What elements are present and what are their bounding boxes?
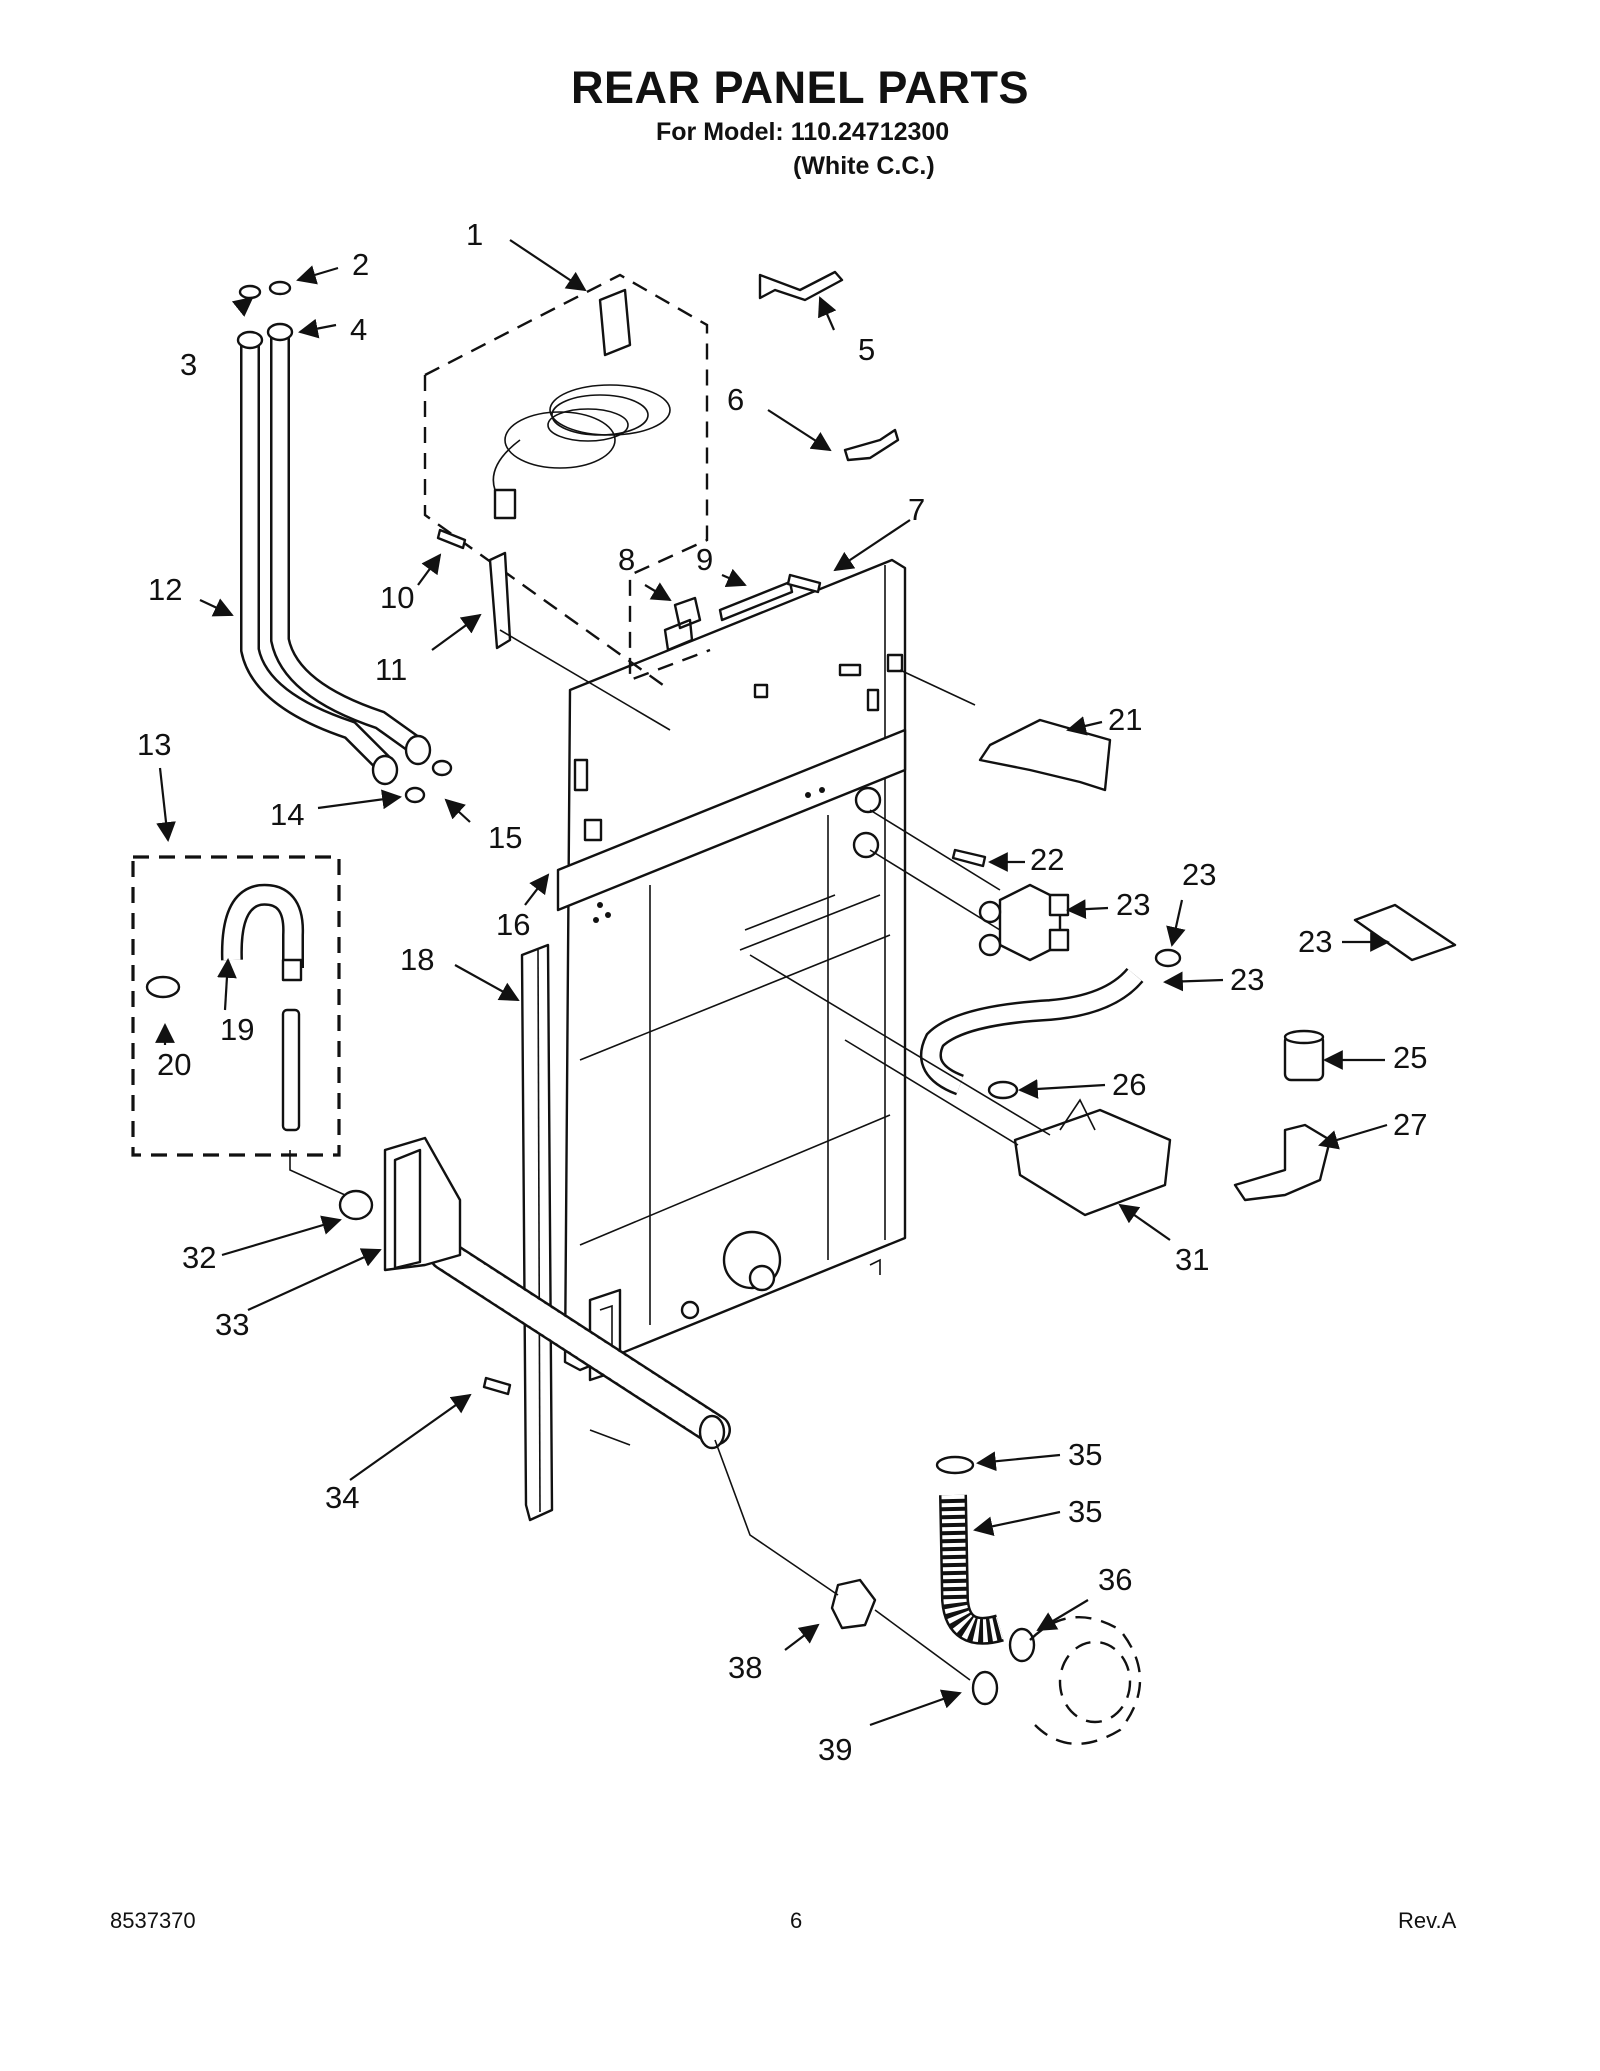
callout-4: 9 (696, 542, 713, 577)
callout-31: 4 (350, 312, 367, 347)
callout-23-d: 15 (488, 820, 522, 855)
callout-32: 32 (182, 1240, 216, 1275)
callout-33: 12 (148, 572, 182, 607)
callout-13: 7 (908, 492, 925, 527)
callout-8: 8 (618, 542, 635, 577)
clamp-35-top (935, 1455, 975, 1475)
callout-6: 34 (325, 1480, 359, 1515)
screw-13 (786, 573, 822, 594)
callout-2: 20 (157, 1047, 191, 1082)
clip-38 (843, 428, 900, 462)
drain-hose (429, 1239, 731, 1450)
page-title: REAR PANEL PARTS (570, 62, 1030, 113)
callout-16: 5 (858, 332, 875, 367)
page-number: 6 (790, 1908, 803, 1933)
capacitor (1283, 1029, 1325, 1082)
wiring-harness (423, 273, 711, 691)
callout-20: 31 (1175, 1242, 1209, 1277)
callout-9: 10 (380, 580, 414, 615)
callout-3: 19 (220, 1012, 254, 1047)
callout-23-a: 2 (352, 247, 369, 282)
bracket-16 (758, 270, 844, 302)
bracket-20 (1013, 1108, 1172, 1217)
clamp-25 (1154, 948, 1182, 968)
screw-9 (436, 528, 467, 550)
pump-outline (1029, 1615, 1142, 1746)
callout-34: 39 (818, 1732, 852, 1767)
model-number: For Model: 110.24712300 (656, 118, 950, 146)
document-number: 8537370 (110, 1908, 196, 1933)
drain-kit (131, 855, 341, 1157)
strip-part (718, 580, 794, 622)
bracket-39 (978, 718, 1112, 792)
model-color: (White C.C.) (793, 152, 935, 180)
callout-7: 1 (466, 217, 483, 252)
switch-part (663, 596, 702, 652)
callout-23-b: 3 (180, 347, 197, 382)
corner-brace (520, 943, 554, 1522)
revision: Rev.A (1398, 1908, 1457, 1933)
clamp-35-bottom (1008, 1627, 1036, 1663)
callout-35-b: 36 (1098, 1562, 1132, 1597)
clamp-21 (987, 1080, 1019, 1100)
coupling-27 (830, 1578, 877, 1630)
screw-12 (951, 848, 987, 868)
callout-22: 25 (1393, 1040, 1427, 1075)
callout-11: 16 (496, 907, 530, 942)
leader-lines (155, 239, 1390, 1727)
callout-18: 23 (1230, 962, 1264, 997)
callout-35-a: 35 (1068, 1437, 1102, 1472)
label-5 (1353, 903, 1457, 962)
water-valve (978, 883, 1070, 962)
callout-39: 21 (1108, 702, 1142, 737)
callout-10: 11 (375, 652, 407, 687)
screw-6 (482, 1376, 512, 1396)
callout-36: 35 (1068, 1494, 1102, 1529)
callout-1: 13 (137, 727, 171, 762)
rear-panel (556, 558, 907, 1382)
callout-5: 23 (1298, 924, 1332, 959)
callout-26: 23 (1116, 887, 1150, 922)
pump-hose (939, 1494, 1004, 1645)
callout-labels: 1 2 3 4 5 6 7 8 9 10 11 12 13 14 15 16 1… (137, 217, 1427, 1767)
callout-19: 27 (1393, 1107, 1427, 1142)
callout-23-c: 14 (270, 797, 304, 832)
inlet-hoses (236, 280, 453, 804)
callout-25: 23 (1182, 857, 1216, 892)
callout-12: 22 (1030, 842, 1064, 877)
callout-15: 33 (215, 1307, 249, 1342)
clamp-32 (338, 1189, 374, 1221)
callout-38: 6 (727, 382, 744, 417)
callout-21: 26 (1112, 1067, 1146, 1102)
bracket-19 (1233, 1123, 1332, 1202)
callout-27: 38 (728, 1650, 762, 1685)
callout-14: 18 (400, 942, 434, 977)
clamp-34 (971, 1670, 999, 1706)
hose-housing (383, 1136, 462, 1272)
clip-10 (488, 551, 512, 650)
